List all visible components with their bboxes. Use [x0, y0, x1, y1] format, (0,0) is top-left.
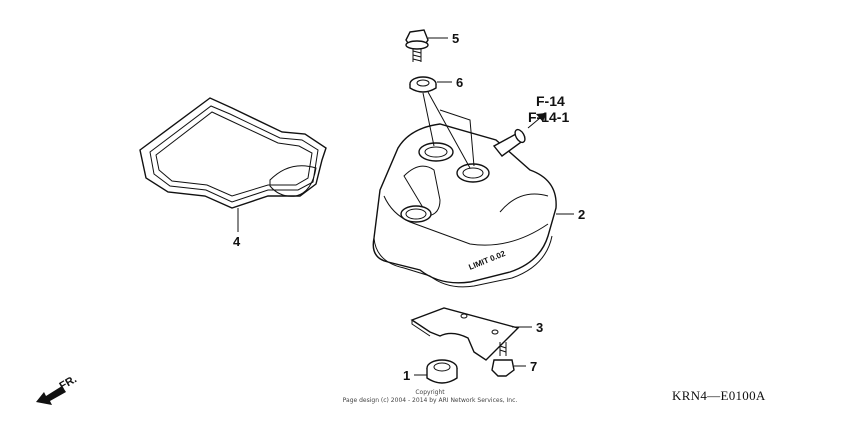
callout-1: 1 [403, 368, 410, 383]
seal-part-1[interactable] [426, 359, 458, 384]
gasket-part-4[interactable] [139, 97, 327, 209]
copyright-notice: Page design (c) 2004 - 2014 by ARI Netwo… [342, 397, 518, 404]
callout-3: 3 [536, 320, 543, 335]
diagram-code: KRN4—E0100A [672, 388, 766, 403]
reference-f-14-1[interactable]: F-14-1 [528, 109, 569, 125]
front-direction-arrow-icon [36, 386, 66, 405]
callout-2: 2 [578, 207, 585, 222]
bolt-part-7[interactable] [491, 342, 515, 377]
seal-washer-part-6[interactable] [409, 76, 437, 93]
head-cover-part-2[interactable]: LIMIT 0.02 [372, 123, 557, 288]
copyright-line: Copyright [415, 389, 445, 396]
front-direction-label: FR. [58, 373, 79, 392]
callout-7: 7 [530, 359, 537, 374]
plate-part-3[interactable] [410, 307, 520, 361]
reference-arrow-icon [536, 113, 546, 122]
callout-6: 6 [456, 75, 463, 90]
callout-5: 5 [452, 31, 459, 46]
bolt-part-5[interactable] [405, 29, 429, 62]
callout-4: 4 [233, 234, 241, 249]
reference-f-14[interactable]: F-14 [536, 93, 565, 109]
